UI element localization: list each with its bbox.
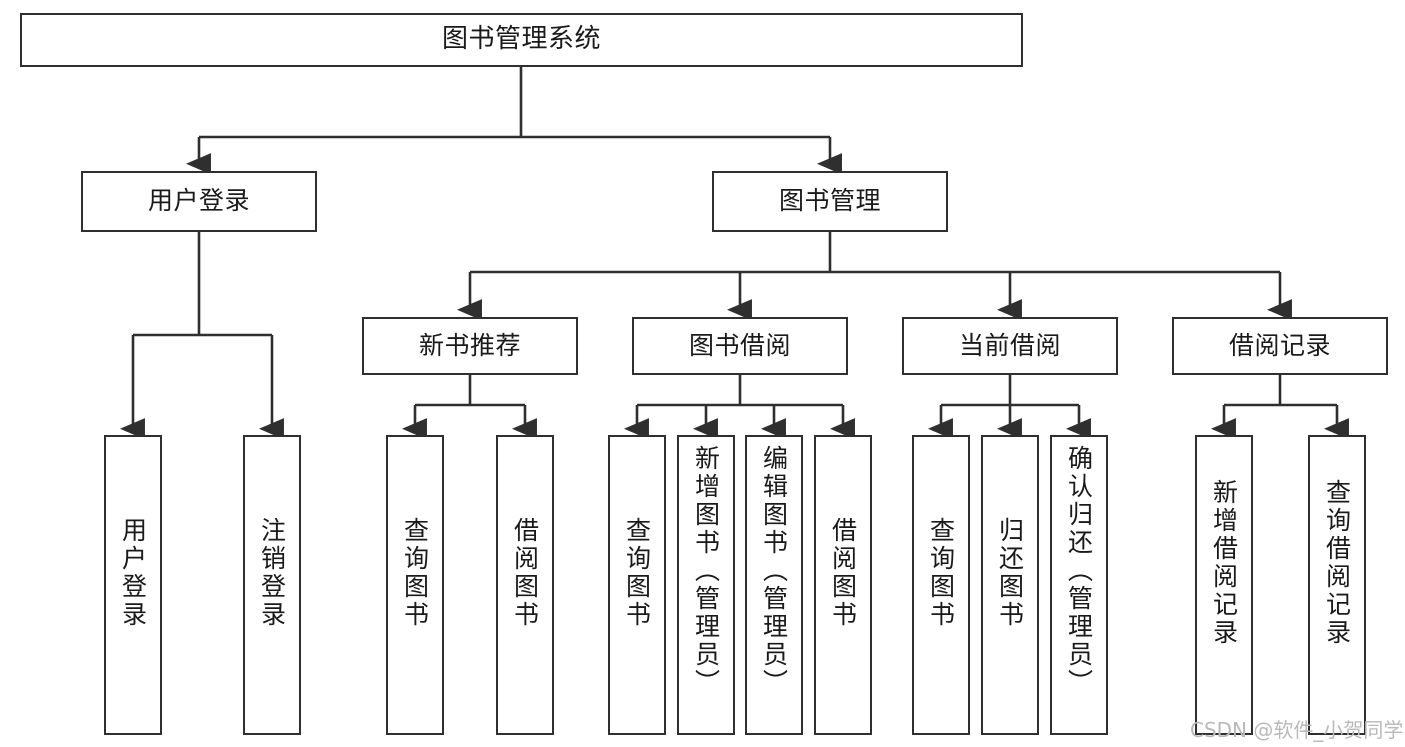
node-leaf-query-book-3[interactable]: 查询图书 bbox=[912, 435, 970, 735]
node-leaf-borrow-book-1[interactable]: 借阅图书 bbox=[496, 435, 554, 735]
node-leaf-add-record[interactable]: 新增借阅记录 bbox=[1195, 435, 1253, 735]
node-leaf-return-book-label: 归还图书 bbox=[995, 517, 1025, 629]
node-leaf-query-book-1-label: 查询图书 bbox=[400, 517, 430, 629]
node-leaf-borrow-book-2-label: 借阅图书 bbox=[828, 517, 858, 629]
node-current-borrow[interactable]: 当前借阅 bbox=[902, 317, 1118, 375]
node-leaf-confirm-return-label: 确认归还（管理员） bbox=[1064, 445, 1094, 697]
node-leaf-add-record-label: 新增借阅记录 bbox=[1209, 479, 1239, 647]
node-new-book-recommend[interactable]: 新书推荐 bbox=[362, 317, 578, 375]
node-leaf-edit-book[interactable]: 编辑图书（管理员） bbox=[745, 435, 803, 735]
node-leaf-query-book-2[interactable]: 查询图书 bbox=[608, 435, 666, 735]
node-leaf-query-book-1[interactable]: 查询图书 bbox=[386, 435, 444, 735]
node-leaf-user-login-label: 用户登录 bbox=[118, 517, 148, 629]
node-root-system-label: 图书管理系统 bbox=[441, 24, 601, 55]
node-leaf-query-record[interactable]: 查询借阅记录 bbox=[1308, 435, 1366, 735]
node-leaf-add-book-label: 新增图书（管理员） bbox=[691, 445, 721, 697]
node-leaf-query-record-label: 查询借阅记录 bbox=[1322, 479, 1352, 647]
node-leaf-query-book-3-label: 查询图书 bbox=[926, 517, 956, 629]
node-book-management[interactable]: 图书管理 bbox=[712, 171, 948, 232]
node-leaf-borrow-book-1-label: 借阅图书 bbox=[510, 517, 540, 629]
node-book-borrow[interactable]: 图书借阅 bbox=[632, 317, 848, 375]
node-leaf-user-logout[interactable]: 注销登录 bbox=[243, 435, 301, 735]
node-leaf-add-book[interactable]: 新增图书（管理员） bbox=[677, 435, 735, 735]
node-leaf-borrow-book-2[interactable]: 借阅图书 bbox=[814, 435, 872, 735]
node-leaf-query-book-2-label: 查询图书 bbox=[622, 517, 652, 629]
node-current-borrow-label: 当前借阅 bbox=[958, 330, 1061, 360]
node-user-login[interactable]: 用户登录 bbox=[81, 171, 317, 232]
node-leaf-user-logout-label: 注销登录 bbox=[257, 517, 287, 629]
node-leaf-user-login[interactable]: 用户登录 bbox=[104, 435, 162, 735]
node-borrow-record[interactable]: 借阅记录 bbox=[1172, 317, 1388, 375]
node-book-management-label: 图书管理 bbox=[778, 186, 881, 216]
node-root-system[interactable]: 图书管理系统 bbox=[20, 13, 1023, 67]
node-user-login-label: 用户登录 bbox=[147, 186, 250, 216]
node-new-book-recommend-label: 新书推荐 bbox=[418, 330, 521, 360]
node-borrow-record-label: 借阅记录 bbox=[1228, 330, 1331, 360]
node-leaf-return-book[interactable]: 归还图书 bbox=[981, 435, 1039, 735]
node-book-borrow-label: 图书借阅 bbox=[688, 330, 791, 360]
node-leaf-edit-book-label: 编辑图书（管理员） bbox=[759, 445, 789, 697]
node-leaf-confirm-return[interactable]: 确认归还（管理员） bbox=[1050, 435, 1108, 735]
